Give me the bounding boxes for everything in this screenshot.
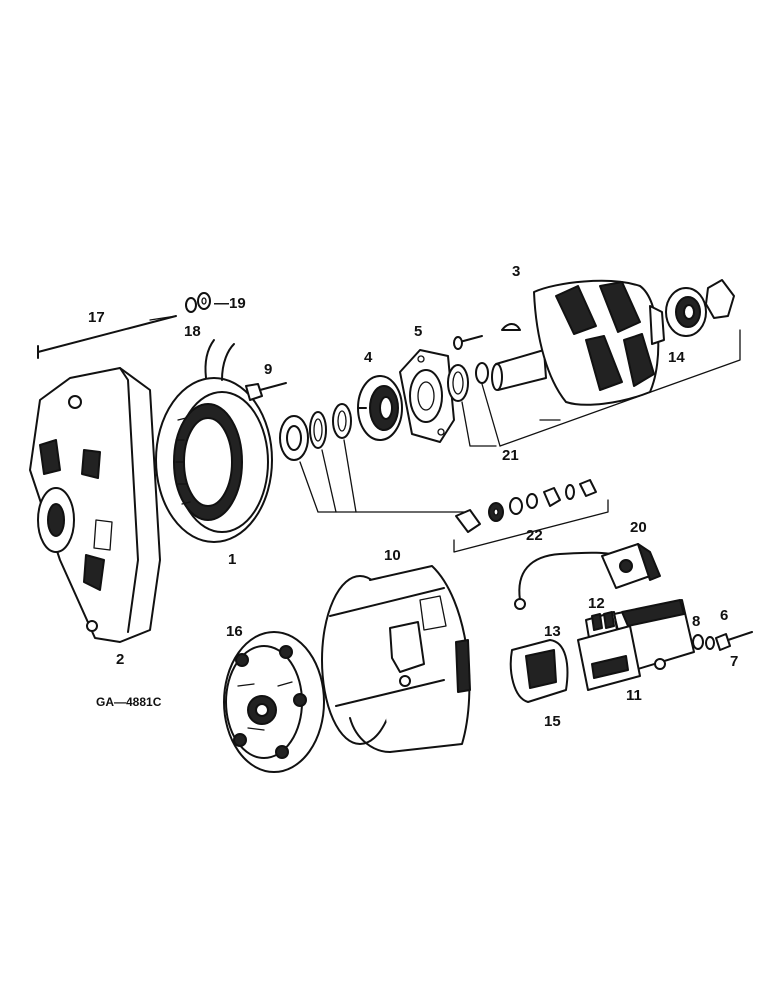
callout-14: 14 [668,349,685,366]
callout-16: 16 [226,623,243,640]
bearing-cap [705,279,735,319]
callout-10: 10 [384,547,401,564]
callout-18: 18 [184,323,201,340]
rotor-part-3 [491,279,665,406]
callout-4: 4 [364,349,373,366]
washer-part-19 [197,292,211,310]
callout-21: 21 [502,447,519,464]
retainer-plate-part-5 [399,349,455,443]
lockwasher-part-8 [692,634,704,650]
bearing-part-4 [357,375,403,441]
callout-17: 17 [88,309,105,326]
callout-7: 7 [730,653,738,670]
terminal-hardware-part-22 [453,479,609,553]
drawing-code: GA—4881C [96,695,162,709]
regulator-body-part-13 [577,625,641,691]
washer-part-7 [705,636,715,650]
retaining-ring [332,403,352,439]
callout-8: 8 [692,613,700,630]
callout-20: 20 [630,519,647,536]
through-bolt-part-17 [37,315,177,359]
spacer-ring-2 [447,364,469,402]
screw-part-6 [715,631,753,651]
callout-22: 22 [526,527,543,544]
woodruff-key [501,323,521,331]
stator-part-1 [155,339,273,543]
callout-2: 2 [116,651,124,668]
rectifier-part-16 [223,631,325,773]
callout-6: 6 [720,607,728,624]
nut-part-18 [185,297,197,313]
callout-11: 11 [626,687,642,704]
callout-9: 9 [264,361,272,378]
collar-nut [279,415,309,461]
spacer-ring [309,411,327,449]
callout-12: 12 [588,595,605,612]
brush-holder-part-15 [509,639,569,703]
slip-ring-end-frame-part-10 [321,565,471,753]
screw-small [453,335,483,350]
lead-wire-part-20 [514,543,661,610]
screw-part-9 [245,382,287,401]
callout-19: —19 [214,295,246,312]
snap-ring [475,362,489,384]
callout-5: 5 [414,323,422,340]
rear-bearing-part-14 [665,287,707,337]
callout-13: 13 [544,623,561,640]
callout-3: 3 [512,263,520,280]
leader-lines-21 [299,329,741,513]
callout-15: 15 [544,713,561,730]
callout-1: 1 [228,551,236,568]
drive-end-housing-part-2 [29,367,161,643]
